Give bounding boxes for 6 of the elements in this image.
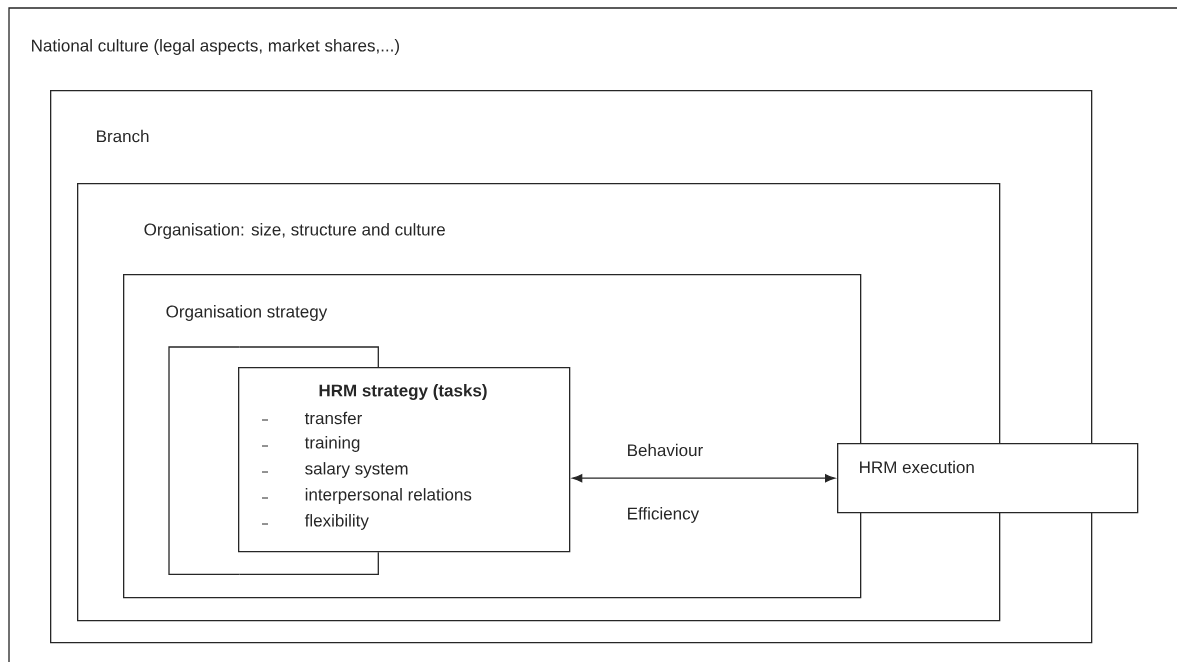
label-text: Behaviour bbox=[628, 443, 703, 457]
execution-box: HRM execution bbox=[837, 443, 1139, 514]
label-text: Efficiency bbox=[628, 507, 700, 523]
strategy-task-box: HRM strategy (tasks) transfer training salary system interpersonal relations flexibility bbox=[238, 367, 571, 553]
arrow bbox=[572, 474, 836, 483]
back-box bbox=[168, 346, 240, 575]
